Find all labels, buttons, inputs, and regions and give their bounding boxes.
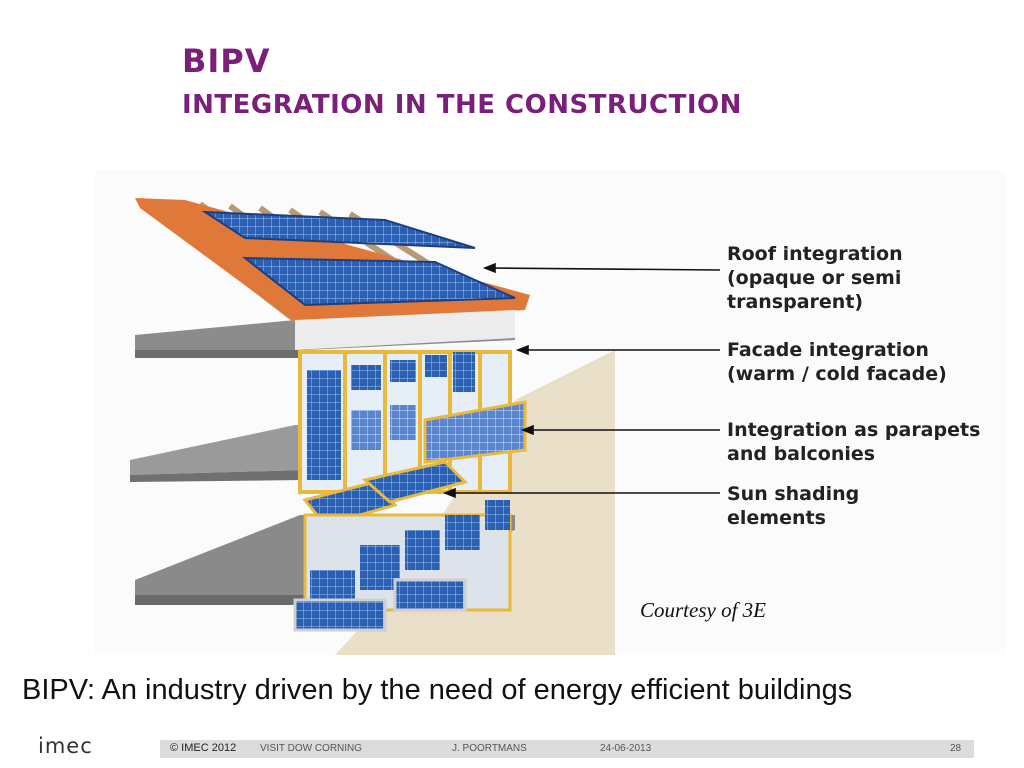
bipv-building-illustration: Roof integration (opaque or semi transpa… bbox=[95, 170, 1005, 655]
footer-copyright: © IMEC 2012 bbox=[170, 742, 237, 754]
callout-parapets-balconies: Integration as parapets and balconies bbox=[727, 419, 981, 465]
footer-author: J. POORTMANS bbox=[452, 743, 527, 754]
callout-roof-integration: Roof integration (opaque or semi transpa… bbox=[727, 243, 903, 313]
slide-title: BIPV bbox=[182, 42, 271, 80]
imec-logo: imec bbox=[38, 734, 93, 758]
slide-caption: BIPV: An industry driven by the need of … bbox=[22, 674, 853, 706]
footer-page-number: 28 bbox=[950, 743, 962, 754]
image-credit: Courtesy of 3E bbox=[640, 598, 766, 622]
callout-sun-shading: Sun shading elements bbox=[727, 483, 860, 529]
footer-date: 24-06-2013 bbox=[600, 743, 652, 754]
slide-subtitle: INTEGRATION IN THE CONSTRUCTION bbox=[182, 90, 742, 120]
footer-bar: © IMEC 2012 VISIT DOW CORNING J. POORTMA… bbox=[160, 740, 974, 758]
building-drawing bbox=[130, 197, 721, 655]
footer-event: VISIT DOW CORNING bbox=[260, 743, 363, 754]
callout-facade-integration: Facade integration (warm / cold facade) bbox=[727, 339, 947, 385]
